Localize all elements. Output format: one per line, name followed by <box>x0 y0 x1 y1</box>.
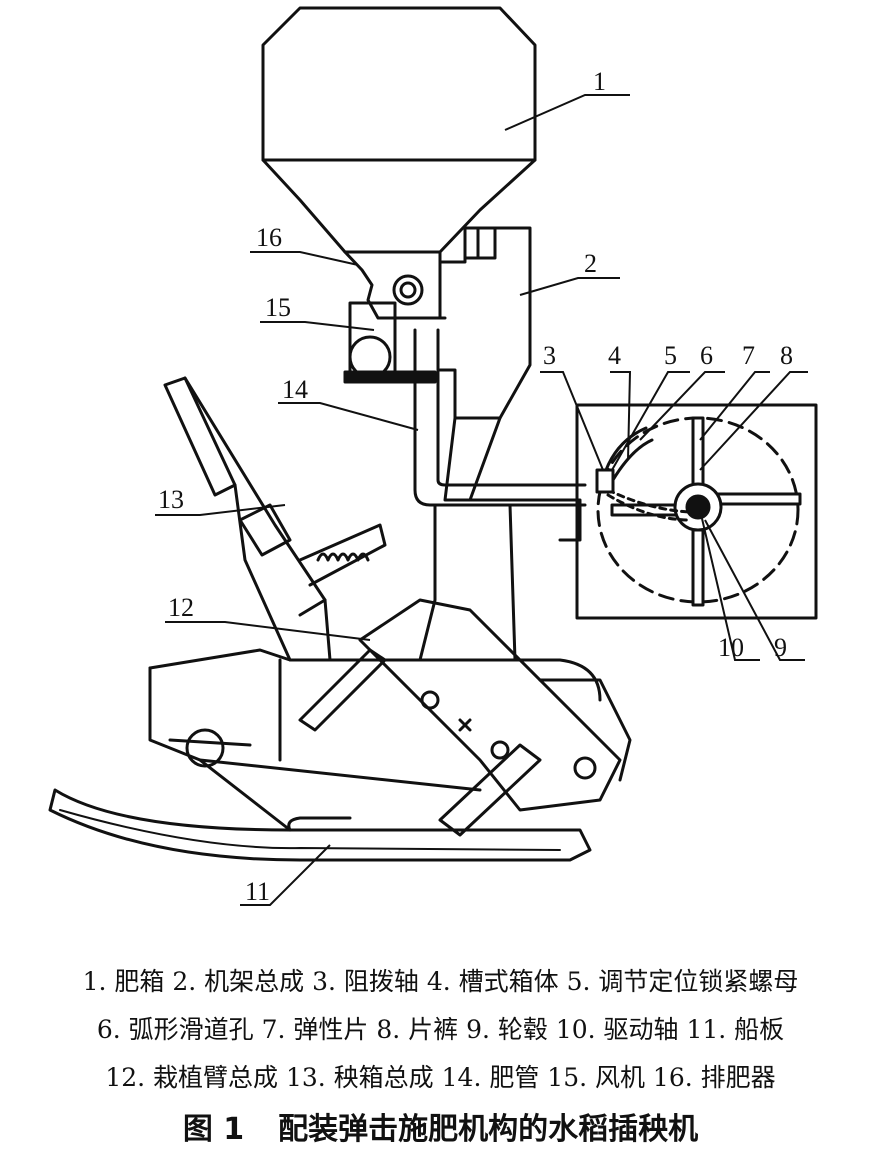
seedling-box <box>163 376 387 662</box>
fertilizer-discharger <box>343 250 442 320</box>
column <box>418 503 517 662</box>
legend-line-1: 1. 肥箱 2. 机架总成 3. 阻拨轴 4. 槽式箱体 5. 调节定位锁紧螺母 <box>82 967 799 996</box>
callout-2: 2 <box>584 249 597 278</box>
legend-line-2: 6. 弧形滑道孔 7. 弹性片 8. 片裤 9. 轮毂 10. 驱动轴 11. … <box>96 1015 785 1044</box>
callout-9: 9 <box>774 633 787 662</box>
callout-12: 12 <box>168 593 194 622</box>
planting-arm <box>298 598 632 837</box>
figure-number: 图 1 <box>182 1112 245 1147</box>
boat-board <box>48 788 592 862</box>
callout-3: 3 <box>543 341 556 370</box>
callout-8: 8 <box>780 341 793 370</box>
callout-6: 6 <box>700 341 713 370</box>
figure-title-text: 配装弹击施肥机构的水稻插秧机 <box>278 1112 699 1147</box>
figure-title: 图 1 配装弹击施肥机构的水稻插秧机 <box>0 1104 881 1148</box>
legend-line-3: 12. 栽植臂总成 13. 秧箱总成 14. 肥管 15. 风机 16. 排肥器 <box>105 1063 776 1092</box>
callout-1: 1 <box>593 67 606 96</box>
callout-5: 5 <box>664 341 677 370</box>
callout-16: 16 <box>256 223 282 252</box>
transplanter-diagram: 1 2 3 4 5 6 7 8 9 10 11 12 13 14 15 16 <box>48 6 818 906</box>
fan <box>343 301 437 384</box>
fertilizer-tube <box>408 316 587 507</box>
callout-10: 10 <box>718 633 744 662</box>
frame-assembly <box>438 226 582 542</box>
callout-7: 7 <box>742 341 755 370</box>
leader-lines <box>155 94 808 906</box>
drive-shaft <box>685 494 711 520</box>
fertilizer-hopper <box>261 6 537 254</box>
callout-labels: 1 2 3 4 5 6 7 8 9 10 11 12 13 14 15 16 <box>158 67 793 906</box>
callout-4: 4 <box>608 341 621 370</box>
arc-slot <box>595 426 692 522</box>
callout-14: 14 <box>282 375 308 404</box>
callout-13: 13 <box>158 485 184 514</box>
callout-11: 11 <box>245 877 270 906</box>
chassis <box>148 648 602 832</box>
callout-15: 15 <box>265 293 291 322</box>
